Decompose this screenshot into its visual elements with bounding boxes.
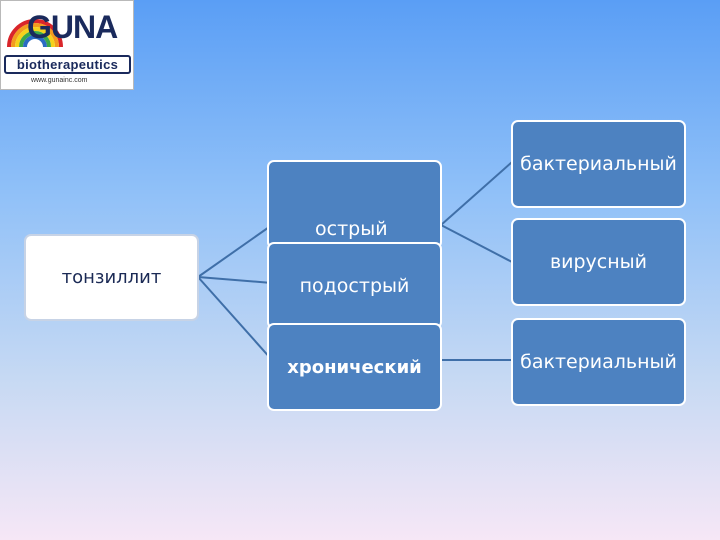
node-acute-bacterial: бактериальный: [511, 120, 686, 208]
node-subacute: подострый: [267, 242, 442, 329]
node-tonsillitis-label: тонзиллит: [61, 267, 162, 288]
node-acute-bacterial-label: бактериальный: [520, 153, 677, 175]
guna-logo: GUNA biotherapeutics www.gunainc.com: [0, 0, 134, 90]
node-chronic: хронический: [267, 323, 442, 411]
logo-brand-text: GUNA: [27, 9, 118, 45]
connector-root-subacute: [197, 276, 273, 284]
node-acute-label: острый: [315, 218, 388, 240]
node-chronic-label: хронический: [287, 356, 422, 378]
connector-root-chronic: [197, 276, 273, 361]
node-acute-viral-label: вирусный: [549, 251, 648, 273]
node-subacute-label: подострый: [299, 274, 410, 297]
connector-root-acute: [197, 224, 273, 278]
node-chronic-bacterial-label: бактериальный: [520, 351, 677, 373]
node-acute-viral: вирусный: [511, 218, 686, 306]
node-acute: [267, 160, 442, 249]
node-chronic-bacterial: бактериальный: [511, 318, 686, 406]
connector-acute-viral: [440, 224, 513, 263]
rainbow-arc-icon: [7, 19, 63, 48]
node-tonsillitis: тонзиллит: [24, 234, 199, 321]
logo-tagline: biotherapeutics: [4, 55, 131, 74]
logo-url: www.gunainc.com: [31, 77, 88, 84]
connector-acute-bacterial: [440, 161, 513, 226]
